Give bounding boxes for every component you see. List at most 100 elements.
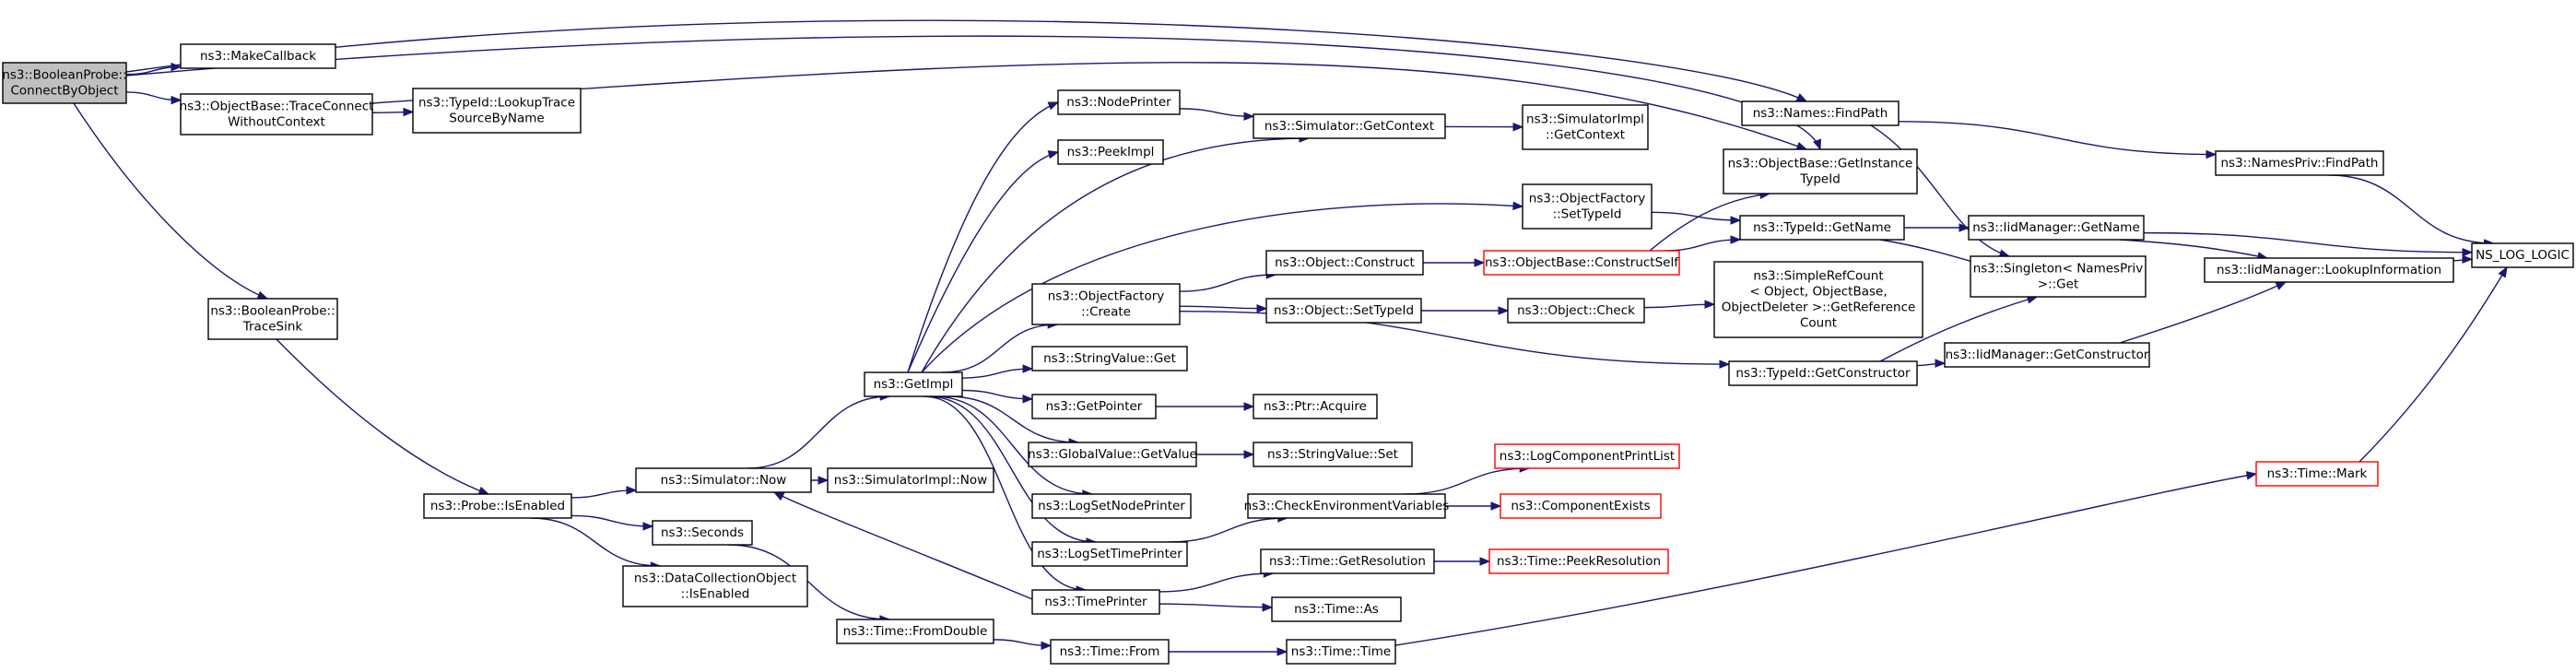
node-namesfind[interactable]: ns3::Names::FindPath: [1741, 100, 1900, 126]
node-box[interactable]: [423, 493, 572, 519]
node-box[interactable]: [180, 43, 336, 69]
node-iidgetctor[interactable]: ns3::IidManager::GetConstructor: [1944, 342, 2150, 368]
node-box[interactable]: [2204, 257, 2454, 283]
node-box[interactable]: [2471, 242, 2574, 268]
node-box[interactable]: [1247, 493, 1446, 519]
node-objsettypeid[interactable]: ns3::Object::SetTypeId: [1265, 298, 1422, 324]
node-dcoenabled[interactable]: ns3::DataCollectionObject::IsEnabled: [622, 565, 808, 607]
node-peekimpl[interactable]: ns3::PeekImpl: [1057, 139, 1164, 165]
node-box[interactable]: [180, 93, 373, 136]
node-timeas[interactable]: ns3::Time::As: [1271, 596, 1402, 622]
node-box[interactable]: [1968, 215, 2145, 241]
node-box[interactable]: [1265, 250, 1424, 276]
node-simplerefcount[interactable]: ns3::SimpleRefCount< Object, ObjectBase,…: [1713, 261, 1923, 338]
node-box[interactable]: [864, 371, 963, 397]
node-box[interactable]: [1031, 589, 1160, 615]
node-box[interactable]: [1050, 639, 1170, 665]
node-box[interactable]: [1271, 596, 1402, 622]
node-box[interactable]: [1057, 89, 1181, 115]
node-box[interactable]: [622, 565, 808, 607]
node-box[interactable]: [1057, 139, 1164, 165]
node-strvalget[interactable]: ns3::StringValue::Get: [1031, 346, 1188, 371]
node-box[interactable]: [652, 520, 753, 546]
node-box[interactable]: [1500, 493, 1662, 519]
node-simimplctx[interactable]: ns3::SimulatorImpl::GetContext: [1522, 104, 1649, 150]
node-box[interactable]: [1031, 493, 1192, 519]
node-box[interactable]: [1728, 360, 1918, 386]
node-timeprinter[interactable]: ns3::TimePrinter: [1031, 589, 1160, 615]
node-checkenv[interactable]: ns3::CheckEnvironmentVariables: [1244, 493, 1450, 519]
node-box[interactable]: [2215, 150, 2384, 176]
node-box[interactable]: [836, 619, 994, 644]
node-tracecon[interactable]: ns3::ObjectBase::TraceConnectWithoutCont…: [180, 93, 374, 136]
node-timetime[interactable]: ns3::Time::Time: [1286, 639, 1396, 665]
node-box[interactable]: [1031, 283, 1181, 325]
node-box[interactable]: [207, 298, 338, 340]
node-makecb[interactable]: ns3::MakeCallback: [180, 43, 336, 69]
node-box[interactable]: [1522, 104, 1649, 150]
node-strvalset[interactable]: ns3::StringValue::Set: [1253, 442, 1413, 467]
node-box[interactable]: [1286, 639, 1396, 665]
node-simimplnow[interactable]: ns3::SimulatorImpl::Now: [827, 467, 994, 493]
node-singleton[interactable]: ns3::Singleton< NamesPriv>::Get: [1970, 255, 2147, 298]
node-box[interactable]: [2, 62, 127, 104]
node-typeidgetname[interactable]: ns3::TypeId::GetName: [1739, 215, 1905, 241]
node-box[interactable]: [2255, 461, 2379, 487]
node-timefrom[interactable]: ns3::Time::From: [1050, 639, 1170, 665]
node-root[interactable]: ns3::BooleanProbe::ConnectByObject: [2, 62, 127, 104]
node-box[interactable]: [1265, 298, 1422, 324]
node-fromdouble[interactable]: ns3::Time::FromDouble: [836, 619, 994, 644]
node-box[interactable]: [1483, 250, 1680, 276]
node-box[interactable]: [1253, 442, 1413, 467]
node-iidgetname[interactable]: ns3::IidManager::GetName: [1968, 215, 2145, 241]
node-box[interactable]: [635, 467, 812, 493]
node-box[interactable]: [412, 88, 582, 134]
node-box[interactable]: [1723, 148, 1918, 195]
node-box[interactable]: [1031, 394, 1157, 419]
node-box[interactable]: [1739, 215, 1905, 241]
node-box[interactable]: [1031, 541, 1188, 567]
node-logcompprint[interactable]: ns3::LogComponentPrintList: [1494, 443, 1680, 469]
node-compexists[interactable]: ns3::ComponentExists: [1500, 493, 1662, 519]
node-timemark[interactable]: ns3::Time::Mark: [2255, 461, 2379, 487]
node-nslog[interactable]: NS_LOG_LOGIC: [2471, 242, 2574, 268]
node-getpointer[interactable]: ns3::GetPointer: [1031, 394, 1157, 419]
node-box[interactable]: [1741, 100, 1900, 126]
node-box[interactable]: [1713, 261, 1923, 338]
node-box[interactable]: [1260, 548, 1435, 574]
node-nodeprinter[interactable]: ns3::NodePrinter: [1057, 89, 1181, 115]
node-logsetnode[interactable]: ns3::LogSetNodePrinter: [1031, 493, 1192, 519]
node-box[interactable]: [1944, 342, 2150, 368]
node-box[interactable]: [1522, 183, 1653, 230]
node-getres[interactable]: ns3::Time::GetResolution: [1260, 548, 1435, 574]
node-box[interactable]: [1031, 346, 1188, 371]
node-box[interactable]: [1028, 442, 1197, 467]
node-simnow[interactable]: ns3::Simulator::Now: [635, 467, 812, 493]
node-box[interactable]: [1488, 548, 1669, 574]
node-simgetctx[interactable]: ns3::Simulator::GetContext: [1253, 113, 1446, 139]
node-namesprivfind[interactable]: ns3::NamesPriv::FindPath: [2215, 150, 2384, 176]
node-obconstructself[interactable]: ns3::ObjectBase::ConstructSelf: [1483, 250, 1680, 276]
node-box[interactable]: [1970, 255, 2147, 298]
node-peekres[interactable]: ns3::Time::PeekResolution: [1488, 548, 1669, 574]
node-iidlookup[interactable]: ns3::IidManager::LookupInformation: [2204, 257, 2454, 283]
node-box[interactable]: [1494, 443, 1680, 469]
node-ofsettypeid[interactable]: ns3::ObjectFactory::SetTypeId: [1522, 183, 1653, 230]
node-typeidgetctor[interactable]: ns3::TypeId::GetConstructor: [1728, 360, 1918, 386]
node-objcheck[interactable]: ns3::Object::Check: [1507, 298, 1645, 324]
node-logsettime[interactable]: ns3::LogSetTimePrinter: [1031, 541, 1188, 567]
node-box[interactable]: [1253, 394, 1378, 419]
node-box[interactable]: [1507, 298, 1645, 324]
node-ofcreate[interactable]: ns3::ObjectFactory::Create: [1031, 283, 1181, 325]
node-ptracquire[interactable]: ns3::Ptr::Acquire: [1253, 394, 1378, 419]
node-box[interactable]: [827, 467, 994, 493]
node-objconstruct[interactable]: ns3::Object::Construct: [1265, 250, 1424, 276]
node-gvgetvalue[interactable]: ns3::GlobalValue::GetValue: [1028, 442, 1197, 467]
node-tracesink[interactable]: ns3::BooleanProbe::TraceSink: [207, 298, 338, 340]
node-seconds[interactable]: ns3::Seconds: [652, 520, 753, 546]
node-isenabled[interactable]: ns3::Probe::IsEnabled: [423, 493, 572, 519]
node-getimpl[interactable]: ns3::GetImpl: [864, 371, 963, 397]
node-box[interactable]: [1253, 113, 1446, 139]
